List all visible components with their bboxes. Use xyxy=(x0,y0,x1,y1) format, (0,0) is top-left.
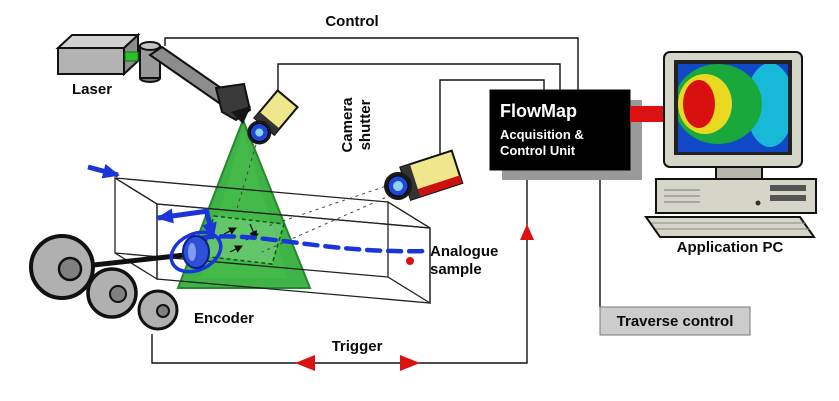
traverse-control-box: Traverse control xyxy=(599,306,751,336)
heatmap-red-core xyxy=(683,80,715,128)
control-label: Control xyxy=(325,13,378,30)
floppy-slot-1 xyxy=(770,185,806,191)
laser-body-front xyxy=(57,47,125,75)
monitor-stand xyxy=(715,166,763,180)
flowmap-title: FlowMap xyxy=(500,101,577,121)
trigger-up-arrow xyxy=(520,224,534,240)
sight-line xyxy=(267,181,399,227)
flowmap-pc-red-link xyxy=(630,106,664,122)
control-wire-camera2 xyxy=(439,79,545,156)
flow-arrows xyxy=(87,163,217,240)
camera-shutter-label-line2: shutter xyxy=(357,99,374,150)
trigger-left-arrow xyxy=(295,355,315,371)
duct-left-face xyxy=(114,176,158,281)
traverse-control-bg xyxy=(599,306,751,336)
encoder-disk-large-hub xyxy=(57,256,83,282)
trigger-right-arrow xyxy=(400,355,420,371)
traverse-control-label: Traverse control xyxy=(617,313,734,330)
encoder-wheel-highlight xyxy=(188,243,196,261)
traverse-arrow-left xyxy=(156,208,209,224)
sight-line xyxy=(235,137,259,213)
keyboard xyxy=(644,216,816,238)
control-wires xyxy=(151,37,601,364)
analogue-sample-dot xyxy=(406,257,414,265)
camera1-lens-glass xyxy=(255,128,264,137)
camera2-lens-glass xyxy=(393,181,403,191)
analogue-sample-label-line2: sample xyxy=(430,261,482,278)
laser-beam-emitter xyxy=(124,51,139,62)
camera2-red-stripe xyxy=(408,175,463,200)
particle-trajectory-dashed-line xyxy=(197,234,431,254)
control-wire-camera1 xyxy=(277,63,561,96)
encoder-disk-small-hub xyxy=(156,304,170,318)
sheet-optic-tip xyxy=(231,106,251,124)
flowmap-unit: FlowMap Acquisition & Control Unit xyxy=(489,89,642,180)
monitor-screen-heatmap xyxy=(678,64,788,152)
camera-2 xyxy=(384,149,464,201)
camera-sight-lines xyxy=(235,137,399,253)
control-wire-laser xyxy=(164,37,579,90)
flowmap-subtitle-line2: Control Unit xyxy=(500,143,576,158)
application-pc-label: Application PC xyxy=(677,239,784,256)
flow-direction-arrow xyxy=(87,163,120,179)
application-pc xyxy=(644,51,817,238)
laser-assembly xyxy=(55,32,252,124)
encoder-belt-loop xyxy=(169,230,223,274)
encoder-assembly xyxy=(29,230,223,331)
power-button xyxy=(755,200,761,206)
trigger-label: Trigger xyxy=(332,338,383,355)
encoder-label: Encoder xyxy=(194,310,254,327)
encoder-disk-medium-hub xyxy=(109,285,127,303)
floppy-slot-2 xyxy=(770,195,806,201)
flowmap-subtitle-line1: Acquisition & xyxy=(500,127,584,142)
analogue-sample-label-line1: Analogue xyxy=(430,243,498,260)
optic-cylinder-top xyxy=(139,41,161,51)
vector-arrow xyxy=(229,245,243,253)
trigger-wire xyxy=(151,170,528,364)
laser-label: Laser xyxy=(72,81,112,98)
flowmap-box xyxy=(489,89,631,171)
vector-arrow xyxy=(223,227,237,235)
camera-1 xyxy=(247,88,299,145)
camera-shutter-label-line1: Camera xyxy=(339,97,356,153)
